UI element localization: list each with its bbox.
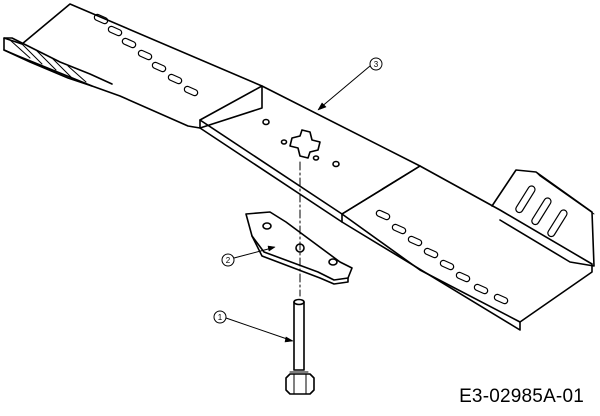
callout-1: 1 [213, 310, 294, 343]
callout-leader [319, 65, 371, 109]
hub-hole [312, 155, 320, 161]
blade-left-tip-bevel [9, 39, 87, 83]
callout-2: 2 [221, 245, 276, 267]
center-mounting-hole [289, 129, 321, 159]
adapter-center-hole [295, 243, 305, 253]
blade-slot [137, 49, 153, 61]
callout-arrowhead [284, 336, 294, 343]
bolt-head-facets [293, 373, 307, 395]
bolt-shank [293, 301, 305, 371]
callout-number: 1 [218, 313, 223, 322]
callout-circle [369, 57, 383, 71]
blade-slot [423, 247, 439, 259]
blade-right-slots [375, 209, 509, 305]
blade-left-tip-edge [3, 37, 113, 87]
bolt-head [285, 373, 315, 395]
hub-hole [280, 139, 288, 145]
blade-slot [183, 85, 199, 97]
bolt [285, 298, 315, 395]
blade-slot [391, 223, 407, 235]
blade-slot [167, 73, 183, 85]
blade-left-slots [93, 13, 199, 97]
wing-slot [547, 209, 568, 238]
blade-slot [407, 235, 423, 247]
blade-slot [439, 259, 455, 271]
blade-slot [107, 25, 123, 37]
drawing-number: E3-02985A-01 [459, 386, 584, 407]
mower-blade [3, 3, 595, 331]
blade-right-wing [491, 169, 595, 267]
callout-number: 3 [374, 60, 379, 69]
blade-wing-slots [515, 185, 568, 238]
blade-left-arm [3, 3, 263, 129]
blade-slot [93, 13, 109, 25]
callout-arrowhead [267, 245, 276, 252]
callout-leader [225, 317, 291, 341]
hub-hole [262, 118, 270, 126]
blade-right-wing-bevel [535, 171, 595, 215]
bolt-tip [293, 298, 305, 306]
blade-center-front-edge [199, 119, 343, 223]
callout-circle [213, 310, 227, 324]
blade-slot [375, 209, 391, 221]
blade-slot [473, 283, 489, 295]
callout-number: 2 [226, 256, 231, 265]
callout-arrowhead [317, 102, 327, 111]
blade-slot [455, 271, 471, 283]
callout-circle [221, 253, 235, 267]
wing-slot [531, 197, 552, 226]
adapter-plate-edge [251, 235, 349, 285]
adapter-pin [328, 258, 338, 266]
wing-slot [515, 185, 536, 214]
blade-slot [121, 37, 137, 49]
hub-hole [332, 160, 340, 168]
blade-slot [493, 293, 509, 305]
blade-slot [151, 61, 167, 73]
callout-leader [233, 247, 273, 259]
blade-right-arm-edge [341, 221, 521, 331]
callout-3: 3 [317, 57, 383, 111]
blade-adapter [245, 211, 353, 285]
adapter-pin [262, 222, 272, 230]
